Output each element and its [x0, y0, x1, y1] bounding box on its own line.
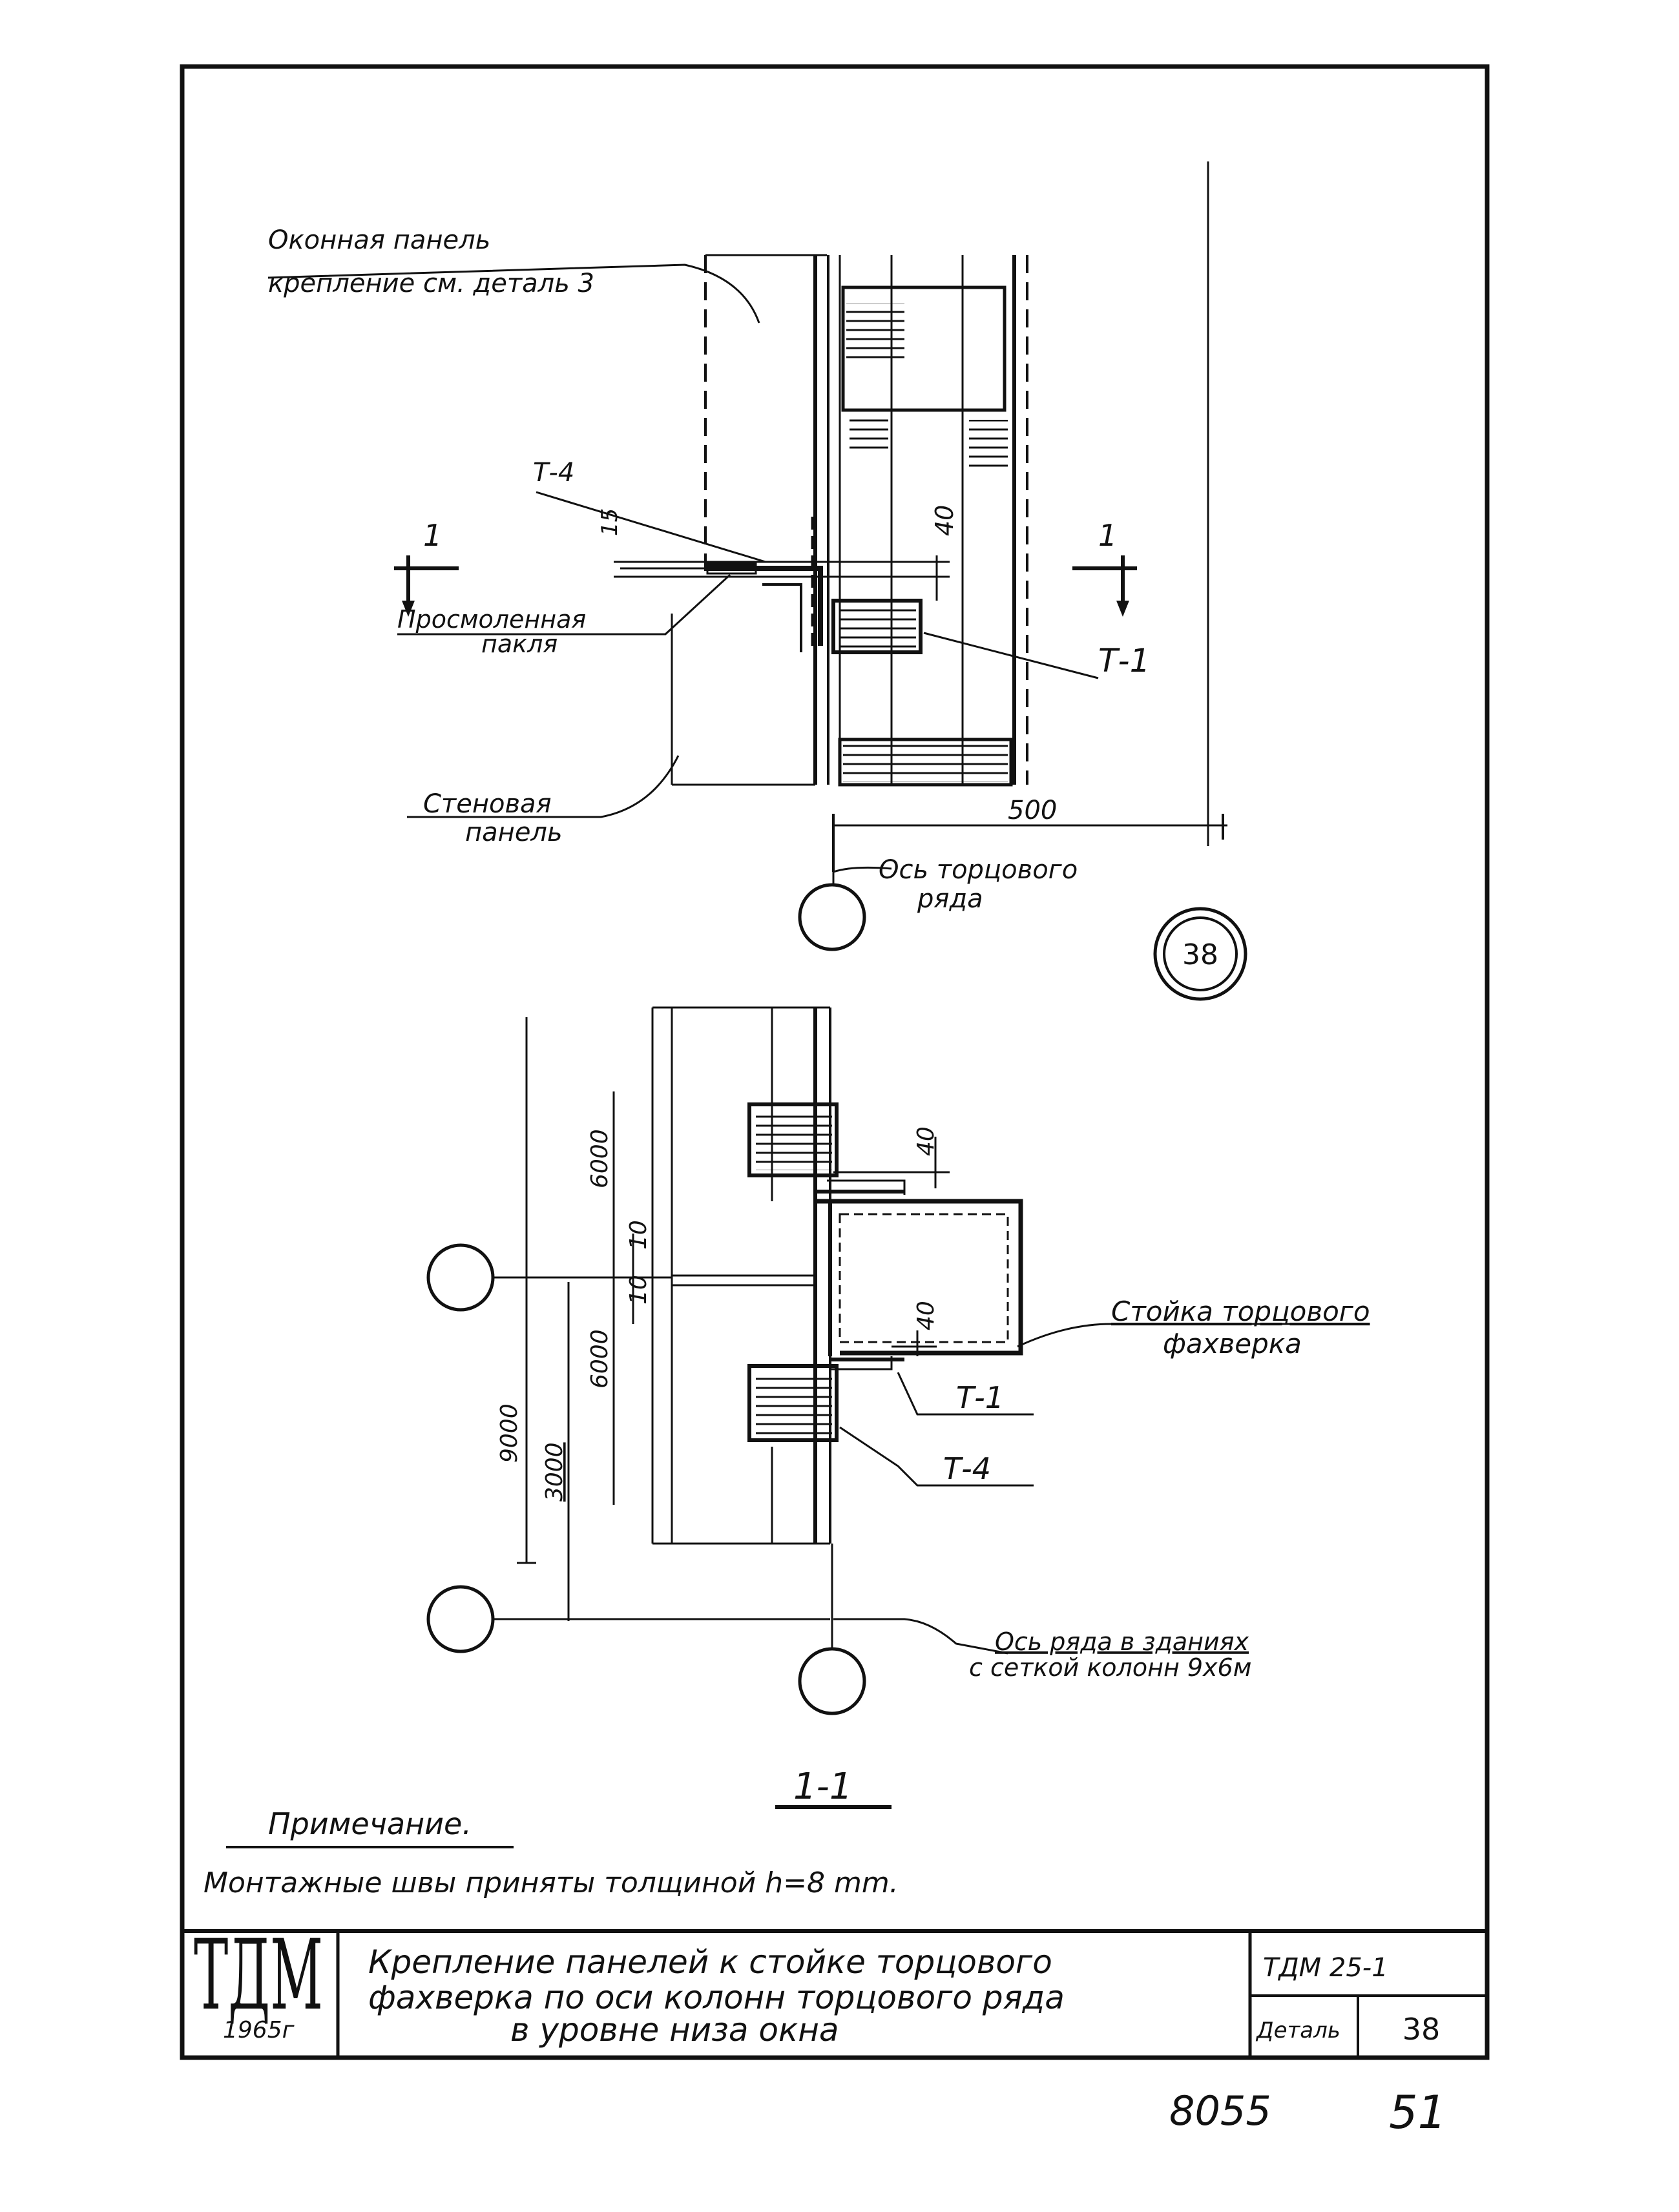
tdm-logo: ТДМ: [194, 1919, 323, 2032]
sheet-frame: [180, 64, 1490, 2060]
dim-9000: 9000: [496, 1403, 523, 1463]
section-view: 6000 10 10 6000 9000 3000 40 40 Стойка т…: [426, 1006, 1370, 1809]
section-mark-left: 1: [423, 518, 442, 553]
dim-10-top: 10: [625, 1220, 652, 1250]
section-title: 1-1: [793, 1766, 852, 1808]
post-label-line2: фахверка: [1163, 1328, 1302, 1359]
detail-label: Деталь: [1255, 2018, 1340, 2043]
row-axis-line2: с сеткой колонн 9х6м: [969, 1653, 1251, 1682]
post-label-line1: Стойка торцового: [1111, 1296, 1370, 1327]
window-panel-note: крепление см. деталь 3: [268, 269, 594, 298]
title-block: ТДМ 1965г Крепление панелей к стойке тор…: [194, 1919, 1487, 2058]
wall-panel-line1: Стеновая: [423, 789, 552, 819]
title-line3: в уровне низа окна: [510, 2011, 839, 2049]
window-panel-label: Оконная панель: [268, 225, 490, 255]
dim-6000-bottom: 6000: [587, 1329, 613, 1389]
note: Примечание. Монтажные швы приняты толщин…: [203, 1806, 899, 1899]
inventory-number: 8055: [1169, 2087, 1271, 2134]
title-line2: фахверка по оси колонн торцового ряда: [368, 1979, 1065, 2016]
plan-view: Оконная панель крепление см. деталь 3 Т-…: [267, 161, 1227, 951]
t4-label-plan: Т-4: [533, 458, 574, 488]
t1-label-section: Т-1: [956, 1380, 1004, 1415]
wall-panel-line2: панель: [465, 818, 563, 847]
dim-15: 15: [597, 508, 623, 536]
dim-40-plan: 40: [930, 505, 959, 536]
year-label: 1965г: [223, 2017, 295, 2043]
axis-label-line1: Ось торцового: [879, 855, 1078, 885]
note-text: Монтажные швы приняты толщиной h=8 mm.: [203, 1866, 899, 1899]
axis-label-line2: ряда: [917, 884, 983, 914]
detail-badge: 38: [1153, 907, 1247, 1001]
dim-6000-top: 6000: [587, 1129, 613, 1188]
tow-label-line2: пакля: [481, 630, 558, 658]
footer: 8055 51: [1169, 2086, 1446, 2139]
row-axis-line1: Ось ряда в зданиях: [995, 1628, 1249, 1656]
note-heading: Примечание.: [268, 1806, 472, 1841]
dim-3000: 3000: [541, 1442, 568, 1502]
t1-label-plan: Т-1: [1098, 642, 1150, 679]
title-line1: Крепление панелей к стойке торцового: [368, 1943, 1052, 1981]
section-mark-right: 1: [1098, 518, 1117, 553]
dim-40-bottom: 40: [913, 1301, 939, 1330]
t4-label-section: Т-4: [943, 1451, 991, 1486]
drawing-code: ТДМ 25-1: [1263, 1953, 1388, 1983]
dim-40-top: 40: [913, 1126, 939, 1156]
tow-label-line1: Просмоленная: [397, 605, 586, 634]
dim-500: 500: [1008, 796, 1057, 825]
page-number: 51: [1389, 2086, 1446, 2139]
dim-10-bottom: 10: [625, 1275, 652, 1305]
detail-badge-number: 38: [1182, 938, 1218, 971]
detail-number: 38: [1403, 2012, 1441, 2047]
